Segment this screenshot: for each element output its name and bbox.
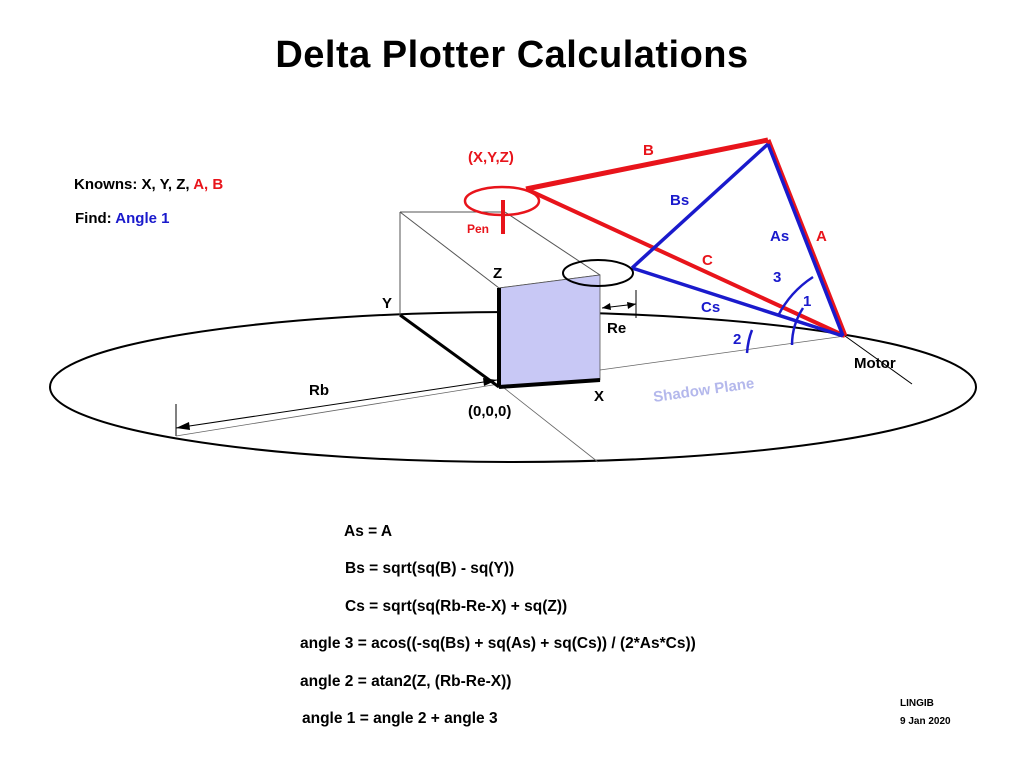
link-b-label: B bbox=[643, 142, 654, 159]
shadow-plane-label: Shadow Plane bbox=[652, 375, 755, 406]
ground-line-depth bbox=[498, 383, 599, 463]
equation-angle-2: angle 2 = atan2(Z, (Rb-Re-X)) bbox=[300, 673, 512, 690]
axis-y-label: Y bbox=[382, 295, 392, 312]
angle-2-label: 2 bbox=[733, 331, 741, 348]
link-bs bbox=[630, 142, 770, 270]
angle-3-label: 3 bbox=[773, 269, 781, 286]
knowns-plain: X, Y, Z, bbox=[141, 176, 190, 193]
find-line: Find: Angle 1 bbox=[75, 210, 169, 227]
shadow-effector-ring bbox=[562, 259, 634, 287]
credit-date: 9 Jan 2020 bbox=[900, 716, 951, 727]
angle-3-arc bbox=[776, 275, 814, 317]
angle-1-arc bbox=[790, 307, 805, 346]
rb-arrowhead-left bbox=[176, 422, 190, 430]
link-c bbox=[525, 187, 846, 338]
motor-label: Motor bbox=[854, 355, 896, 372]
link-c-label: C bbox=[702, 252, 713, 269]
equation-as: As = A bbox=[344, 523, 393, 540]
link-bs-label: Bs bbox=[670, 192, 689, 209]
rb-label: Rb bbox=[309, 382, 329, 399]
angle-1-label: 1 bbox=[803, 293, 811, 310]
re-arrowhead-right bbox=[627, 302, 636, 309]
ground-line-left bbox=[175, 383, 500, 437]
equation-angle-1: angle 1 = angle 2 + angle 3 bbox=[302, 710, 498, 727]
pen-label: Pen bbox=[467, 222, 489, 236]
link-cs bbox=[631, 266, 844, 338]
link-cs-label: Cs bbox=[701, 299, 720, 316]
motor-axis-line bbox=[844, 335, 913, 385]
angle-2-arc bbox=[745, 329, 754, 354]
knowns-highlighted: A, B bbox=[193, 176, 224, 193]
re-arrowhead-left bbox=[602, 303, 611, 310]
equation-bs: Bs = sqrt(sq(B) - sq(Y)) bbox=[345, 560, 515, 577]
page-title: Delta Plotter Calculations bbox=[275, 34, 749, 76]
link-a-label: A bbox=[816, 228, 827, 245]
knowns-label: Knowns: bbox=[74, 176, 138, 193]
link-as-label: As bbox=[770, 228, 789, 245]
axis-z-label: Z bbox=[493, 265, 502, 282]
re-label: Re bbox=[607, 320, 626, 337]
knowns-line: Knowns: X, Y, Z, A, B bbox=[74, 176, 223, 193]
rb-dimension-line bbox=[175, 379, 498, 429]
find-target: Angle 1 bbox=[115, 210, 170, 227]
x-axis-edge bbox=[498, 378, 601, 389]
y-axis-edge bbox=[399, 313, 500, 389]
origin-label: (0,0,0) bbox=[468, 403, 511, 420]
find-label: Find: bbox=[75, 210, 112, 227]
point-label: (X,Y,Z) bbox=[468, 149, 514, 166]
axis-x-label: X bbox=[594, 388, 604, 405]
equation-cs: Cs = sqrt(sq(Rb-Re-X) + sq(Z)) bbox=[345, 598, 568, 615]
link-as bbox=[766, 143, 845, 337]
link-b bbox=[525, 137, 769, 192]
credit-author: LINGIB bbox=[900, 698, 934, 709]
equation-angle-3: angle 3 = acos((-sq(Bs) + sq(As) + sq(Cs… bbox=[300, 635, 696, 652]
projection-face bbox=[498, 274, 601, 388]
